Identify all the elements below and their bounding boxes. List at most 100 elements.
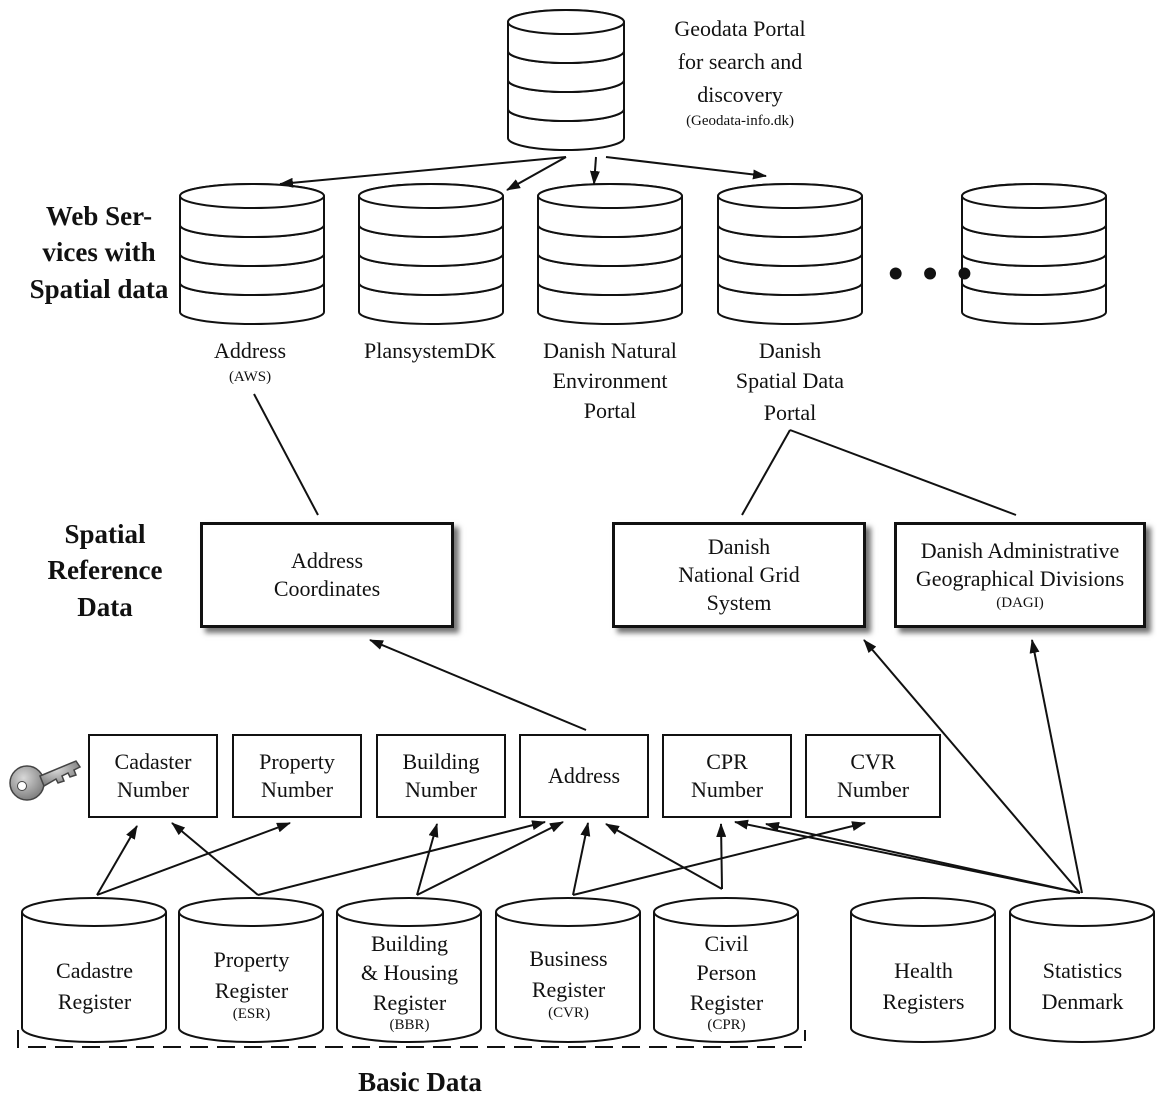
national-grid-line-2: National Grid — [678, 561, 800, 587]
register-property-cylinder — [178, 897, 324, 1043]
key-cpr-line-2: Number — [690, 777, 764, 802]
register-cpr-cylinder — [653, 897, 799, 1043]
key-icon — [9, 760, 82, 801]
register-business-sub: (CVR) — [548, 1004, 589, 1021]
spatial-reference-heading: Spatial Reference Data — [30, 516, 180, 625]
register-property-line-1: Property — [213, 947, 290, 972]
register-cadastre-line-2: Register — [57, 989, 132, 1015]
web-service-sdp-label-line-3: Portal — [763, 400, 817, 425]
key-building-line-1: Building — [402, 748, 480, 774]
web-service-more-database-icon — [961, 183, 1107, 325]
web-services-heading: Web Ser- vices with Spatial data — [14, 198, 184, 307]
key-cvr-number: CVR Number — [805, 734, 941, 818]
register-health-line-2: Registers — [882, 989, 965, 1015]
web-service-plansystem-database-icon — [358, 183, 504, 325]
line-sdp-to-national-grid — [741, 429, 791, 516]
register-bbr-line-1: Building — [370, 931, 448, 956]
key-cpr-number: CPR Number — [662, 734, 792, 818]
register-cpr-label: Civil Person Register (CPR) — [654, 931, 799, 1034]
national-grid-box: Danish National Grid System — [612, 522, 866, 628]
web-service-address-label: Address — [213, 338, 287, 363]
arrow-cpr-register-to-address — [605, 823, 723, 890]
web-service-address-database-icon — [179, 183, 325, 325]
dagi-box: Danish Administrative Geographical Divis… — [894, 522, 1146, 628]
register-statistics-label: Statistics Denmark — [1010, 958, 1155, 1016]
dagi-line-2: Geographical Divisions — [915, 566, 1125, 592]
portal-url: (Geodata-info.dk) — [686, 113, 794, 129]
line-sdp-to-dagi — [789, 429, 1017, 516]
arrow-property-to-address — [257, 820, 546, 896]
register-health-line-1: Health — [894, 958, 953, 983]
register-bbr-label: Building & Housing Register (BBR) — [337, 931, 482, 1034]
web-services-heading-line-3: Spatial data — [29, 273, 169, 304]
register-bbr-line-2: & Housing — [360, 960, 459, 986]
register-bbr-line-3: Register — [372, 989, 447, 1015]
key-cvr-line-2: Number — [836, 777, 910, 802]
key-property-line-2: Number — [260, 777, 334, 802]
address-coordinates-line-1: Address — [290, 547, 364, 573]
register-property-sub: (ESR) — [232, 1005, 271, 1022]
key-building-number: Building Number — [376, 734, 506, 818]
basic-data-heading: Basic Data — [358, 1067, 482, 1097]
spatial-reference-heading-line-3: Data — [77, 591, 133, 622]
arrow-cadastre-to-cadaster-number — [96, 825, 138, 896]
arrow-cadastre-to-property-number — [96, 822, 291, 896]
register-statistics-line-1: Statistics — [1042, 958, 1123, 983]
register-statistics-line-2: Denmark — [1041, 989, 1124, 1015]
arrow-statistics-to-dagi — [1029, 639, 1083, 894]
key-building-line-2: Number — [404, 777, 478, 802]
portal-title-line-2: for search and — [677, 49, 803, 74]
portal-database-icon — [507, 9, 625, 151]
key-property-number: Property Number — [232, 734, 362, 818]
key-address-line-1: Address — [547, 762, 621, 788]
portal-title-line-3: discovery — [697, 82, 783, 107]
arrow-business-to-address — [572, 822, 591, 896]
arrow-bbr-to-building-number — [416, 823, 439, 896]
register-cpr-line-3: Register — [689, 989, 764, 1015]
register-cadastre-line-1: Cadastre — [56, 958, 133, 983]
national-grid-line-3: System — [706, 590, 772, 616]
register-health-label: Health Registers — [851, 958, 996, 1016]
web-service-sdp-label-line-1: Danish — [758, 338, 822, 363]
web-service-sdp-label-line-2: Spatial Data — [735, 368, 845, 393]
web-service-plansystem-label: PlansystemDK — [364, 338, 496, 363]
arrow-portal-to-address — [279, 156, 567, 188]
arrow-statistics-to-national-grid — [863, 639, 1081, 894]
register-cpr-line-2: Person — [696, 960, 757, 986]
dagi-sub: (DAGI) — [996, 594, 1044, 611]
register-statistics-cylinder — [1009, 897, 1155, 1043]
arrow-portal-to-nature — [589, 156, 600, 185]
web-service-nature-label-line-2: Environment — [552, 368, 668, 393]
arrow-portal-to-sdp — [605, 156, 767, 180]
arrow-bbr-to-address — [416, 821, 564, 896]
arrow-cpr-register-to-cpr-number — [716, 823, 727, 890]
key-property-line-1: Property — [259, 748, 335, 774]
key-cadaster-line-1: Cadaster — [114, 748, 192, 774]
arrow-property-to-cadaster-number — [171, 822, 259, 896]
key-address: Address — [519, 734, 649, 818]
web-services-heading-line-1: Web Ser- — [45, 201, 153, 231]
arrow-portal-to-plansystem — [506, 156, 567, 191]
line-address-service-to-coordinates — [253, 393, 319, 516]
dagi-line-1: Danish Administrative — [920, 538, 1120, 564]
key-cadaster-number: Cadaster Number — [88, 734, 218, 818]
spatial-reference-heading-line-2: Reference — [47, 555, 163, 586]
register-property-label: Property Register (ESR) — [179, 947, 324, 1023]
arrow-address-key-to-coordinates — [369, 639, 587, 731]
register-business-label: Business Register (CVR) — [496, 946, 641, 1022]
register-bbr-cylinder — [336, 897, 482, 1043]
web-service-nature-label-line-3: Portal — [583, 398, 637, 423]
web-service-address-sub: (AWS) — [228, 369, 272, 385]
web-service-sdp-database-icon — [717, 183, 863, 325]
register-cadastre-label: Cadastre Register — [22, 958, 167, 1016]
spatial-reference-heading-line-1: Spatial — [64, 519, 146, 549]
web-service-nature-label-line-1: Danish Natural — [543, 338, 677, 363]
basic-data-bracket — [17, 1030, 806, 1048]
national-grid-line-1: Danish — [707, 533, 771, 559]
register-business-cylinder — [495, 897, 641, 1043]
register-cpr-sub: (CPR) — [707, 1017, 746, 1034]
register-cadastre-cylinder — [21, 897, 167, 1043]
address-coordinates-box: Address Coordinates — [200, 522, 454, 628]
